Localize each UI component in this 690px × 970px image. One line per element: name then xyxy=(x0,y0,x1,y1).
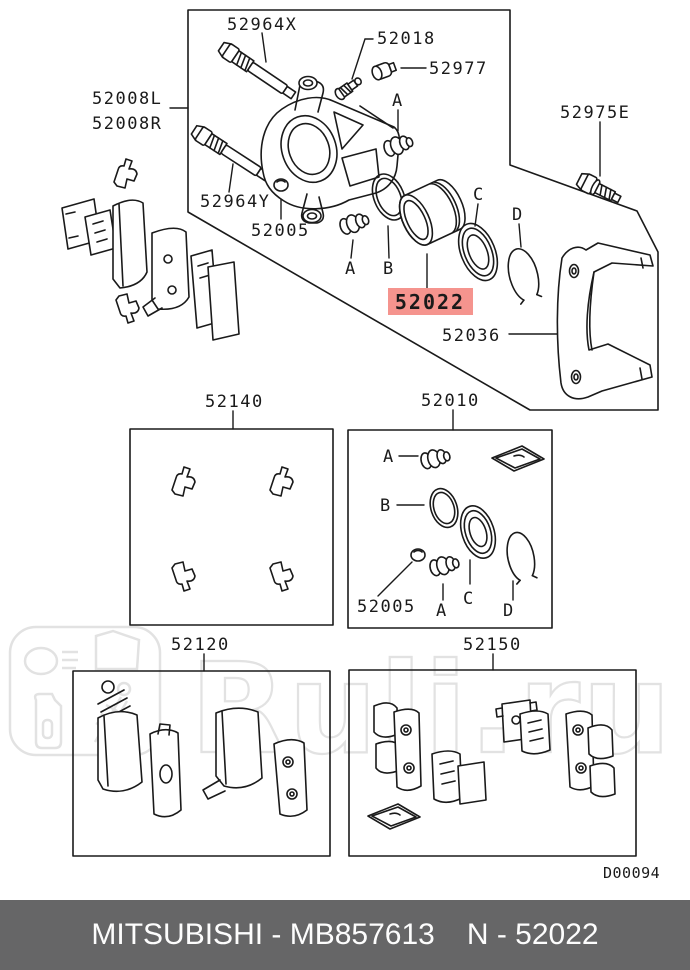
callout-guide-pin-lower: 52964Y xyxy=(200,192,270,212)
callout-pin-boot: 52005 xyxy=(251,221,310,241)
callout-support-bracket: 52036 xyxy=(442,326,501,346)
kit-grease-sachet xyxy=(491,445,545,472)
callout-caliper-left: 52008L xyxy=(92,89,162,109)
snap-ring-d xyxy=(507,247,543,305)
kit-callout-a-top: A xyxy=(383,447,395,467)
highlight-box xyxy=(388,288,473,315)
bracket-bolt xyxy=(575,172,622,204)
bushing-a-lower xyxy=(336,208,372,238)
drawing-number: D00094 xyxy=(603,864,660,882)
callout-letter-b: B xyxy=(383,259,395,279)
kit-bushing-a-top xyxy=(418,445,453,472)
clip-kit-box xyxy=(129,428,334,626)
kit-label-hardware-kit: 52150 xyxy=(463,635,522,655)
callout-bleeder-screw: 52018 xyxy=(377,29,436,49)
leader-lines xyxy=(169,32,601,672)
kit-seal-c xyxy=(459,505,497,559)
kit-o-ring-b xyxy=(429,487,459,529)
wear-indicator-spring xyxy=(97,680,134,729)
callout-letter-a-lower: A xyxy=(345,259,357,279)
kit-grease-sachet-2 xyxy=(367,803,421,830)
kit-callout-cap: 52005 xyxy=(357,597,416,617)
callout-piston-number: 52022 xyxy=(395,290,465,314)
seal-kit-box xyxy=(347,429,553,629)
footer-reference-number: N - 52022 xyxy=(466,918,599,951)
hardware-kit-box xyxy=(348,669,637,857)
assembly-border xyxy=(187,9,659,411)
callout-caliper-right: 52008R xyxy=(92,114,162,134)
pin-boot-cap xyxy=(273,178,289,192)
footer-bar: MITSUBISHI - MB857613 N - 52022 xyxy=(0,900,690,970)
callout-letter-d: D xyxy=(512,205,524,225)
oil-can-icon xyxy=(33,692,63,750)
guide-pin-lower xyxy=(188,122,273,185)
kit-callout-c: C xyxy=(463,589,475,609)
kit-label-seal-kit: 52010 xyxy=(421,391,480,411)
piston-seal-c xyxy=(457,222,499,282)
caliper-body xyxy=(260,75,401,224)
callout-guide-pin-upper: 52964X xyxy=(227,15,297,35)
kit-pin-cap xyxy=(410,548,426,562)
headlight-icon xyxy=(23,646,59,676)
bleeder-screw xyxy=(334,77,362,101)
diagram-canvas: Ruli.ru xyxy=(8,9,672,882)
highlighted-part: 52022 xyxy=(388,288,473,315)
footer-brand-part-number: MITSUBISHI - MB857613 xyxy=(91,918,435,951)
bleeder-cap xyxy=(371,61,398,81)
pad-kit-box xyxy=(72,670,331,857)
kit-callout-d: D xyxy=(503,601,515,621)
guide-pin-upper xyxy=(215,39,299,103)
kit-snap-ring-d xyxy=(506,531,538,585)
callout-letter-c: C xyxy=(473,185,485,205)
kit-callout-a-bottom: A xyxy=(436,601,448,621)
kit-label-pad-kit: 52120 xyxy=(171,635,230,655)
piston xyxy=(398,178,466,246)
kit-callout-b: B xyxy=(380,496,392,516)
kit-label-clip-kit: 52140 xyxy=(205,392,264,412)
callout-letter-a-upper: A xyxy=(392,91,404,111)
support-bracket xyxy=(556,242,654,400)
callout-bleeder-cap: 52977 xyxy=(429,59,488,79)
pad-assembly-cluster xyxy=(61,158,240,341)
car-door-icon xyxy=(94,629,141,671)
callout-bracket-bolt: 52975E xyxy=(560,103,630,123)
kit-bushing-a-bottom xyxy=(427,552,462,579)
